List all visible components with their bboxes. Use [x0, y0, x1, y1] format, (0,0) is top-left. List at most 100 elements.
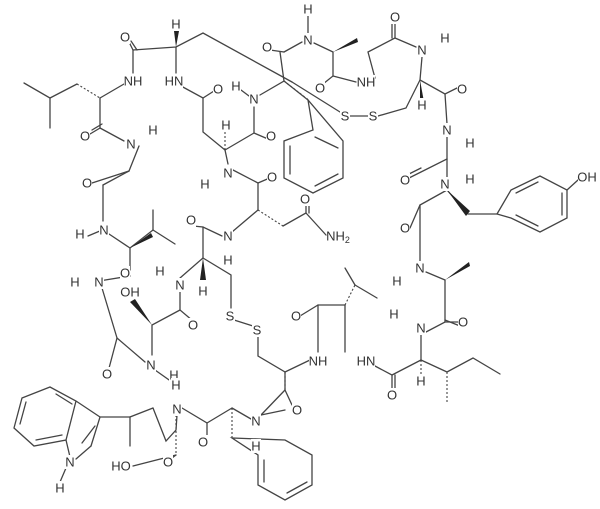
atom-label-h20: H [416, 374, 426, 389]
svg-text:O: O [82, 176, 92, 191]
atom-label-o13: O [186, 213, 196, 228]
atom-label-o19: O [387, 388, 397, 403]
svg-text:N: N [175, 278, 184, 293]
atom-label-h19: H [389, 307, 399, 322]
svg-text:O: O [390, 10, 400, 25]
svg-text:H: H [440, 31, 449, 46]
atom-label-o21: O [292, 403, 302, 418]
svg-text:O: O [120, 30, 130, 45]
svg-text:HN: HN [357, 354, 376, 369]
svg-text:H: H [169, 368, 178, 383]
atom-label-s4: S [252, 323, 262, 338]
svg-text:O: O [80, 129, 90, 144]
atom-label-o8: O [80, 129, 90, 144]
atom-label-n7: N [442, 123, 452, 138]
atom-label-h9: H [148, 123, 158, 138]
svg-text:S: S [341, 109, 350, 124]
atom-label-n20: N [146, 358, 156, 373]
svg-text:O: O [400, 221, 410, 236]
svg-text:O: O [266, 129, 276, 144]
svg-text:N: N [415, 261, 424, 276]
atom-label-h18: H [198, 284, 208, 299]
atom-label-o14: O [400, 221, 410, 236]
svg-text:O: O [267, 170, 277, 185]
atom-label-n19: N [416, 321, 426, 336]
svg-text:O: O [198, 435, 208, 450]
atom-label-o3: O [262, 40, 272, 55]
atom-label-h3: H [303, 2, 313, 17]
svg-text:H: H [171, 378, 180, 393]
svg-text:N: N [94, 275, 103, 290]
svg-text:H: H [417, 98, 426, 113]
atom-label-n2: N [249, 92, 259, 107]
svg-text:H: H [465, 172, 474, 187]
svg-text:O: O [457, 82, 467, 97]
atom-label-o23: O [163, 455, 173, 470]
svg-text:H: H [392, 274, 401, 289]
atom-label-n11: N [440, 177, 450, 192]
atom-label-h12: H [200, 177, 210, 192]
atom-label-h16: H [70, 275, 80, 290]
atom-label-o20: O [102, 367, 112, 382]
atom-label-h15: H [392, 274, 402, 289]
atom-label-o4: O [315, 81, 325, 96]
atom-label-o10: O [300, 192, 310, 207]
atom-label-o22: O [198, 435, 208, 450]
atom-label-o5: O [390, 10, 400, 25]
svg-text:H: H [200, 177, 209, 192]
atom-label-n21: N [172, 402, 182, 417]
atom-label-nh4: NH [357, 75, 376, 90]
atom-label-n22: N [251, 414, 261, 429]
atom-label-n13: N [99, 223, 109, 238]
atom-label-o15: O [120, 266, 130, 281]
atom-label-h2: H [231, 79, 241, 94]
svg-text:H: H [465, 136, 474, 151]
atom-label-o17: O [458, 315, 468, 330]
atom-label-s1: S [340, 109, 350, 124]
svg-text:O: O [387, 388, 397, 403]
svg-text:O: O [292, 403, 302, 418]
svg-text:N: N [146, 358, 155, 373]
atom-label-h6: H [417, 98, 427, 113]
atom-label-h23: H [251, 439, 261, 454]
svg-text:N: N [223, 229, 232, 244]
atom-label-nh1: NH [124, 74, 143, 89]
svg-text:N: N [417, 43, 426, 58]
atom-label-o2: O [213, 82, 223, 97]
svg-text:N: N [442, 123, 451, 138]
svg-text:N: N [126, 137, 135, 152]
atom-label-h13: H [75, 227, 85, 242]
atom-label-o7: O [266, 129, 276, 144]
atom-label-h11: H [465, 172, 475, 187]
svg-text:H: H [251, 439, 260, 454]
svg-text:O: O [163, 455, 173, 470]
svg-text:N: N [249, 92, 258, 107]
atom-label-o9: O [267, 170, 277, 185]
atom-label-n15: N [415, 261, 425, 276]
atom-label-h1: H [171, 17, 181, 32]
atom-label-n5: N [417, 43, 427, 58]
svg-text:N: N [303, 33, 312, 48]
svg-text:NH: NH [124, 74, 143, 89]
svg-text:NH: NH [309, 354, 328, 369]
svg-text:N: N [172, 402, 181, 417]
svg-text:HO: HO [111, 459, 131, 474]
atom-label-n14: N [223, 229, 233, 244]
svg-text:O: O [120, 266, 130, 281]
bonds [13, 13, 579, 501]
svg-text:S: S [253, 323, 262, 338]
svg-text:H: H [416, 374, 425, 389]
atom-label-o1: O [120, 30, 130, 45]
atom-label-o12: O [82, 176, 92, 191]
atom-label-h21: H [169, 368, 179, 383]
svg-text:O: O [188, 318, 198, 333]
atom-label-ho1: HO [111, 459, 131, 474]
svg-text:N: N [223, 166, 232, 181]
svg-text:OH: OH [120, 285, 140, 300]
svg-text:H: H [155, 264, 164, 279]
svg-text:H: H [223, 253, 232, 268]
atom-label-hn3: HN [357, 354, 376, 369]
atom-label-nh3: NH [309, 354, 328, 369]
